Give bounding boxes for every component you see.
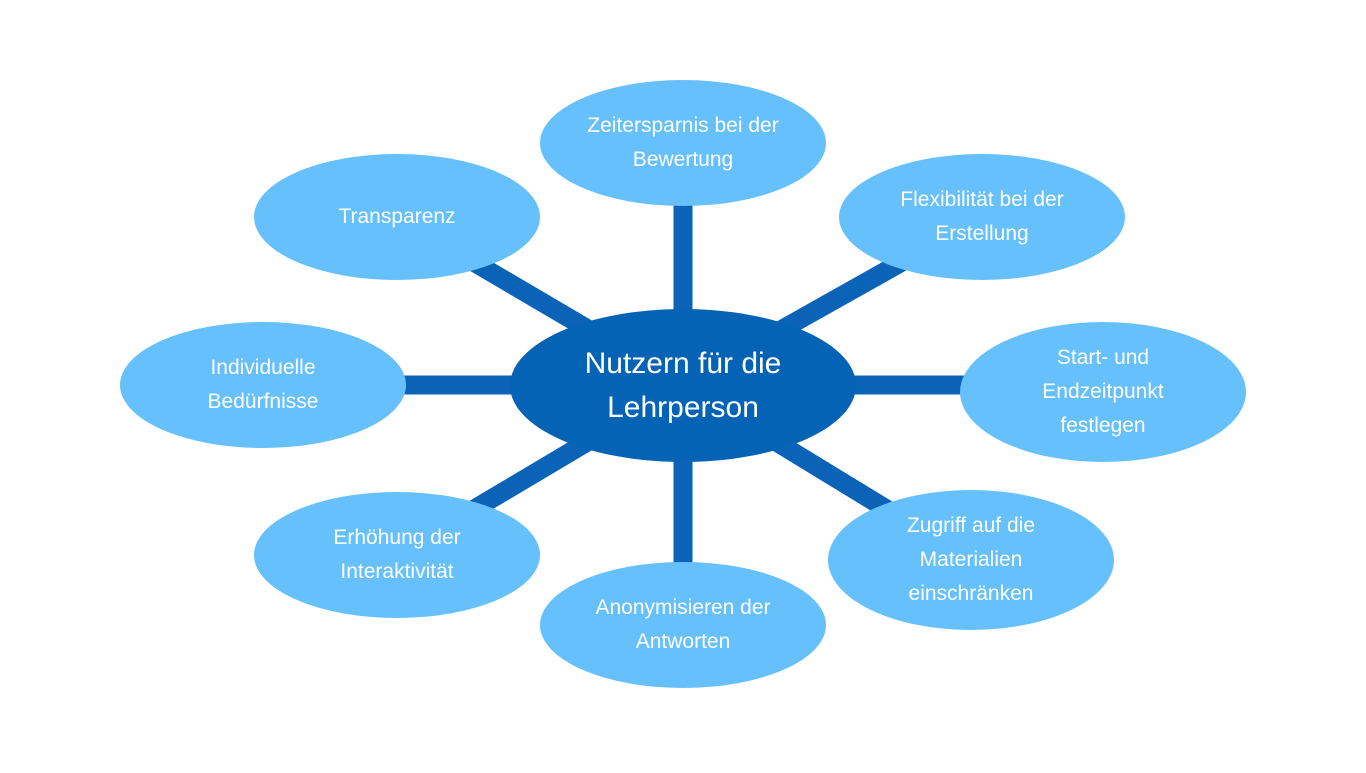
node-zugriff-label: Zugriff auf die Materialien einschränken (906, 514, 1036, 605)
node-start-endzeitpunkt-label: Start- und Endzeitpunkt festlegen (1042, 346, 1164, 437)
node-zugriff: Zugriff auf die Materialien einschränken (828, 490, 1114, 630)
node-flexibilitaet: Flexibilität bei der Erstellung (839, 154, 1125, 280)
node-individuelle-beduerfnisse-label: Individuelle Bedürfnisse (207, 356, 319, 413)
node-interaktivitaet-label: Erhöhung der Interaktivität (333, 526, 461, 583)
node-transparenz-label: Transparenz (338, 205, 456, 228)
node-interaktivitaet: Erhöhung der Interaktivität (254, 492, 540, 618)
node-anonymisieren: Anonymisieren der Antworten (540, 562, 826, 688)
node-transparenz: Transparenz (254, 154, 540, 280)
node-zeitersparnis-label: Zeitersparnis bei der Bewertung (587, 114, 779, 171)
node-anonymisieren-label: Anonymisieren der Antworten (595, 596, 771, 653)
center-node-label: Nutzern für die Lehrperson (584, 346, 782, 424)
node-zeitersparnis: Zeitersparnis bei der Bewertung (540, 80, 826, 206)
center-node: Nutzern für die Lehrperson (510, 309, 856, 462)
node-flexibilitaet-label: Flexibilität bei der Erstellung (900, 188, 1064, 245)
node-individuelle-beduerfnisse: Individuelle Bedürfnisse (120, 322, 406, 448)
node-start-endzeitpunkt: Start- und Endzeitpunkt festlegen (960, 322, 1246, 462)
